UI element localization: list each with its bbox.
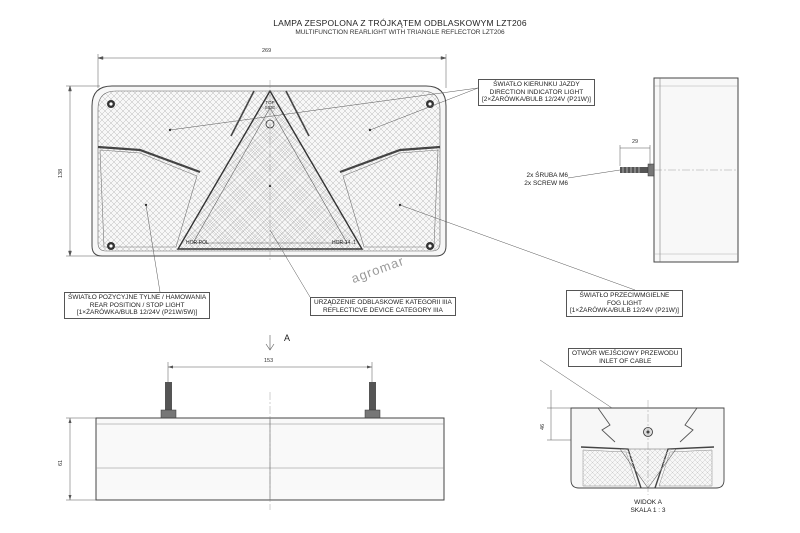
screw-label: 2x ŚRUBA M6 2x SCREW M6 bbox=[524, 172, 568, 187]
drawing-titles: LAMPA ZESPOLONA Z TRÓJKĄTEM ODBLASKOWYM … bbox=[0, 18, 800, 36]
drawing-subtitle: MULTIFUNCTION REARLIGHT WITH TRIANGLE RE… bbox=[295, 29, 505, 36]
callout-cable-inlet: OTWÓR WEJŚCIOWY PRZEWODU INLET OF CABLE bbox=[568, 348, 683, 367]
bottom-height-dimension: 61 bbox=[58, 459, 64, 466]
callout-reflector: URZĄDZENIE ODBLASKOWE KATEGORII IIIA REF… bbox=[310, 297, 456, 316]
width-dimension-line bbox=[97, 54, 447, 88]
lamp-bottom-view bbox=[66, 362, 445, 510]
bolt-spacing-dimension: 153 bbox=[264, 358, 274, 364]
width-dimension: 269 bbox=[262, 48, 272, 54]
callout-rear-position-stop: ŚWIATŁO POZYCYJNE TYLNE / HAMOWANIA REAR… bbox=[64, 292, 211, 319]
view-a-label: WIDOK A SKALA 1 : 3 bbox=[630, 499, 666, 514]
drawing-title: LAMPA ZESPOLONA Z TRÓJKĄTEM ODBLASKOWYM … bbox=[273, 18, 527, 28]
lamp-side-view bbox=[619, 77, 739, 263]
horpol-mark-left: HOR-POL bbox=[186, 240, 209, 246]
callout-direction-indicator: ŚWIATŁO KIERUNKU JAZDY DIRECTION INDICAT… bbox=[478, 79, 595, 106]
height-dimension: 138 bbox=[58, 168, 64, 178]
depth-dimension: 29 bbox=[632, 139, 639, 145]
inlet-height-dimension: 46 bbox=[540, 423, 546, 430]
view-a-marker: A bbox=[284, 333, 291, 343]
view-a-detail bbox=[547, 390, 725, 495]
horpol-mark-right: HOR-14 .1 bbox=[332, 240, 356, 246]
view-a-arrow bbox=[265, 335, 275, 351]
callout-fog-light: ŚWIATŁO PRZECIWMGIELNE FOG LIGHT [1×ŻARÓ… bbox=[566, 290, 683, 317]
top-side-mark: TOP SIDE bbox=[264, 100, 276, 110]
height-dimension-line bbox=[66, 85, 100, 257]
